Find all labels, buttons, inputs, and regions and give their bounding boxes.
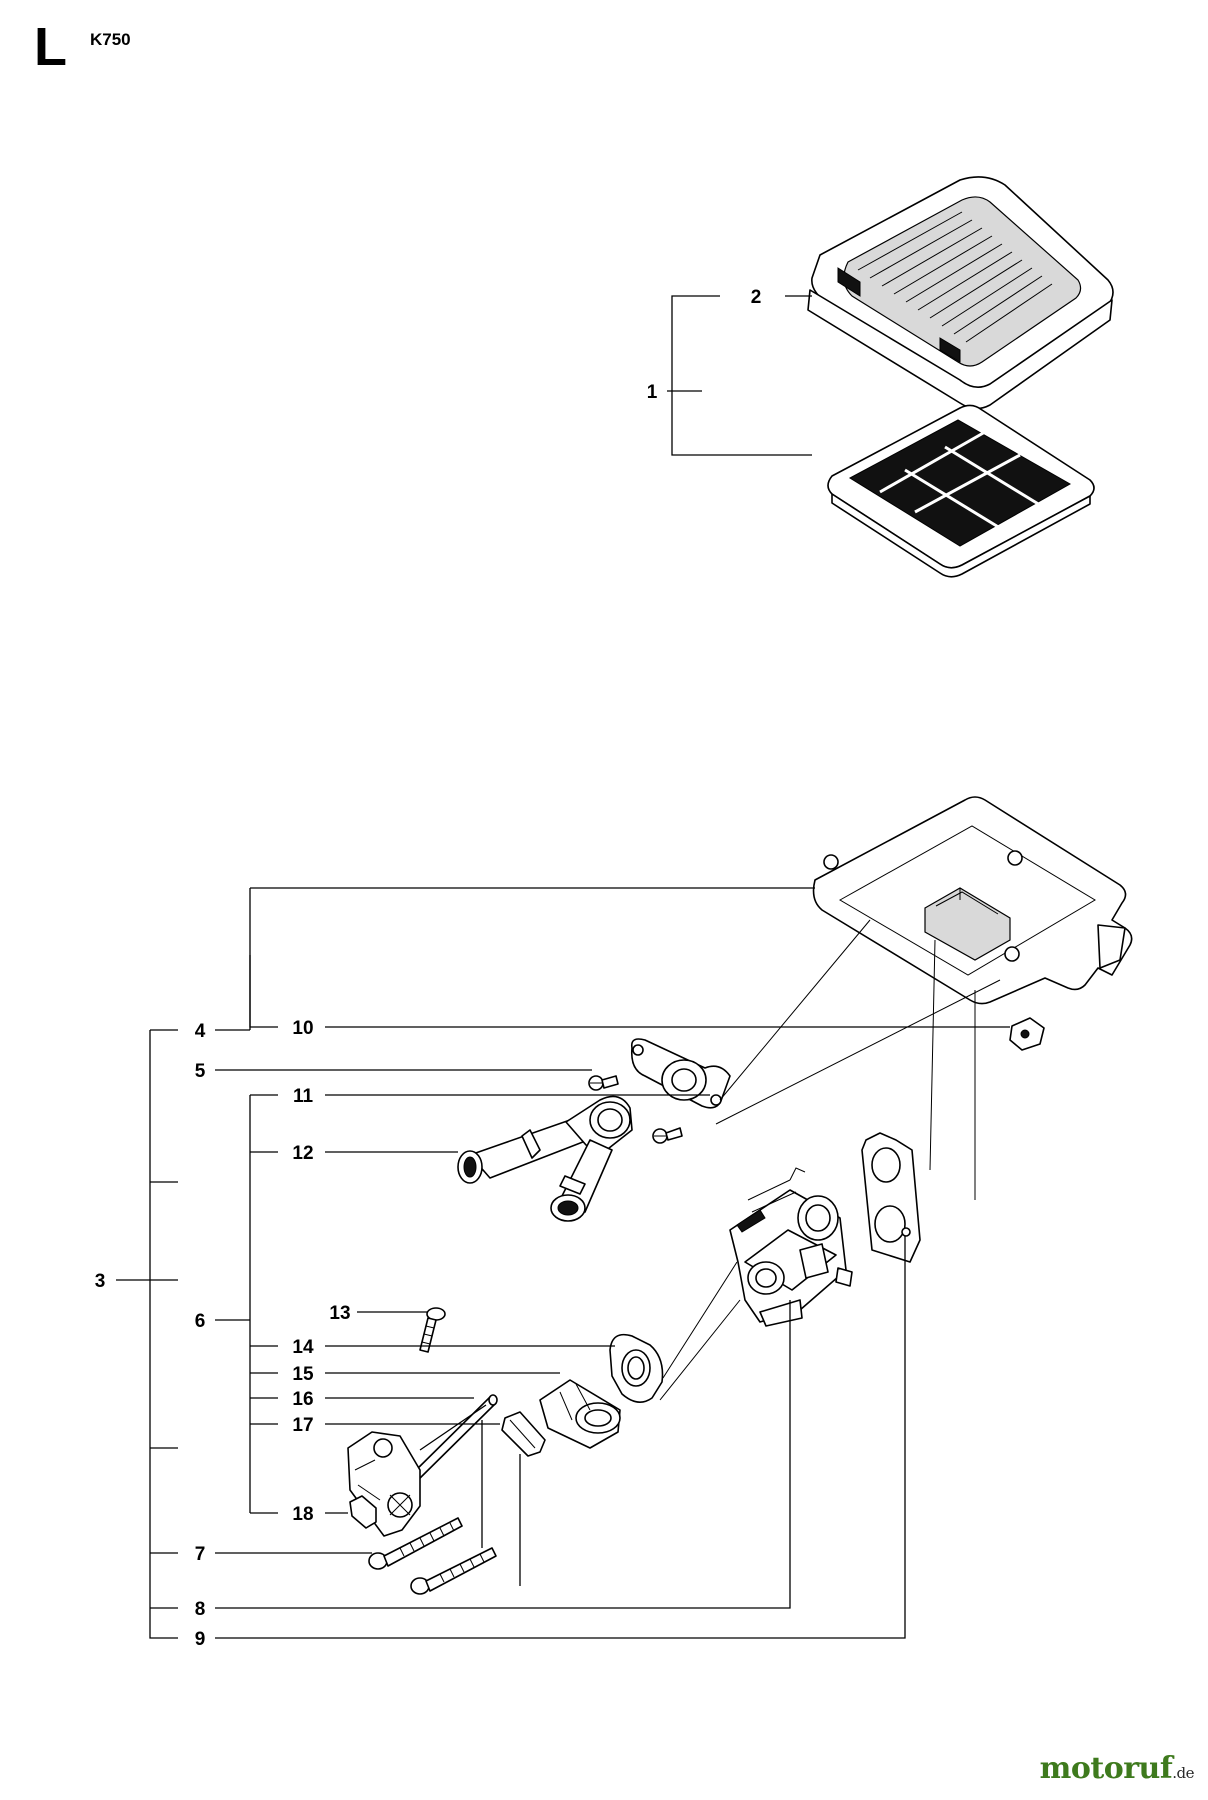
intake-manifold-12-drawing — [457, 1095, 633, 1222]
section-letter: L — [34, 17, 67, 77]
air-filter-housing-drawing — [812, 796, 1133, 1005]
callout-3: 3 — [95, 1271, 106, 1292]
callout-13: 13 — [329, 1303, 350, 1324]
screw-13-drawing — [419, 1307, 446, 1353]
callout-12: 12 — [292, 1143, 313, 1164]
callout-10: 10 — [292, 1018, 313, 1039]
carburetor-gasket-drawing — [861, 1132, 921, 1263]
callout-5: 5 — [195, 1061, 206, 1082]
watermark-brand: motoruf — [1039, 1751, 1173, 1786]
nut-10-drawing — [1009, 1017, 1045, 1051]
callout-4: 4 — [195, 1021, 206, 1042]
insert-18-drawing — [349, 1495, 377, 1529]
callout-9: 9 — [195, 1629, 206, 1650]
pin-16-drawing — [407, 1394, 498, 1485]
callout-17: 17 — [292, 1415, 313, 1436]
air-filter-element-drawing — [827, 404, 1095, 578]
callout-16: 16 — [292, 1389, 313, 1410]
callout-6: 6 — [195, 1311, 206, 1332]
flange-11-drawing — [630, 1038, 731, 1109]
intake-hose-15-drawing — [539, 1379, 621, 1449]
callout-1: 1 — [647, 382, 658, 403]
bolt-7-drawing — [368, 1517, 497, 1595]
callout-7: 7 — [195, 1544, 206, 1565]
model-name: K750 — [90, 30, 131, 49]
flange-14-drawing — [609, 1333, 664, 1403]
screw-5-drawing — [588, 1075, 683, 1144]
gasket-17-drawing — [501, 1411, 546, 1457]
callout-18: 18 — [292, 1504, 313, 1525]
air-filter-cover-drawing — [807, 176, 1114, 410]
carburetor-8-drawing — [729, 1167, 853, 1327]
callout-11: 11 — [293, 1086, 314, 1107]
callout-15: 15 — [292, 1364, 314, 1385]
callout-2: 2 — [751, 287, 762, 308]
watermark-logo: motoruf.de — [1039, 1751, 1195, 1786]
watermark-tld: .de — [1172, 1764, 1194, 1782]
callout-8: 8 — [195, 1599, 206, 1620]
callout-14: 14 — [292, 1337, 314, 1358]
